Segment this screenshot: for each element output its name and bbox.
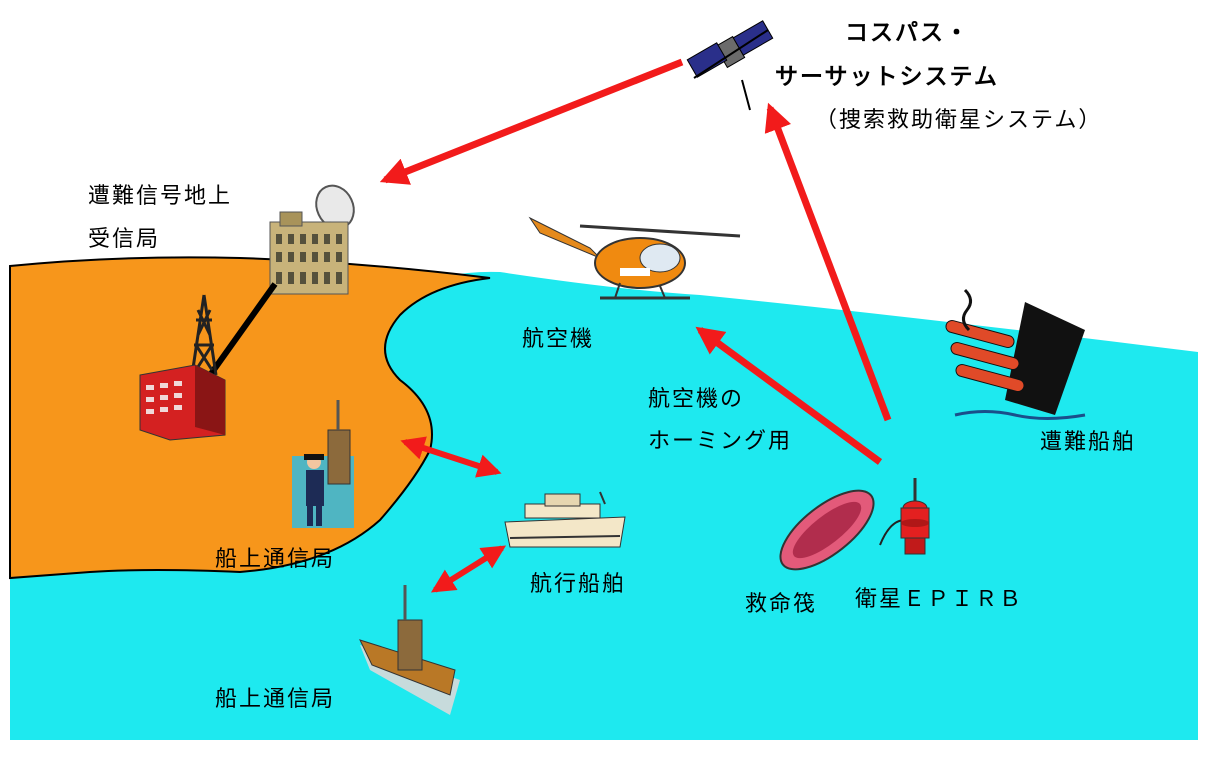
epirb-buoy-icon xyxy=(900,478,930,555)
arrow-epirb-to-satellite xyxy=(764,102,892,422)
arrow-satellite-to-ground xyxy=(379,58,684,185)
ground-station-building-icon xyxy=(269,184,355,295)
ground-station-label-line1: 遭難信号地上 xyxy=(88,184,233,209)
life-raft-label: 救命筏 xyxy=(745,592,818,617)
cospas-label-line1: コスパス・ xyxy=(845,20,970,46)
arrow-epirb-to-aircraft xyxy=(695,326,883,465)
radio-officer-icon xyxy=(292,400,354,528)
small-boat-icon xyxy=(359,585,460,715)
lifeboat-icon xyxy=(779,489,875,571)
red-building-icon xyxy=(139,364,226,441)
land-area xyxy=(9,256,491,580)
landline xyxy=(205,282,278,380)
cospas-label-paren: （捜索救助衛星システム） xyxy=(815,108,1103,133)
sailing-ship-label: 航行船舶 xyxy=(530,572,627,597)
cospas-label-line2: サーサットシステム xyxy=(775,64,999,90)
arrow-ferry-boat xyxy=(430,545,507,593)
aircraft-label: 航空機 xyxy=(522,327,595,352)
sinking-ship-icon xyxy=(945,288,1086,420)
ferry-icon xyxy=(504,491,626,548)
ship-station-lower-label: 船上通信局 xyxy=(215,687,336,712)
ship-station-upper-label: 船上通信局 xyxy=(215,547,336,572)
antenna-tower-icon xyxy=(190,294,218,376)
arrow-coast-ferry xyxy=(400,436,502,478)
homing-label-line2: ホーミング用 xyxy=(648,429,793,454)
ground-station-label-line2: 受信局 xyxy=(88,227,161,252)
helicopter-icon xyxy=(528,216,741,300)
epirb-label: 衛星ＥＰＩＲＢ xyxy=(855,587,1024,612)
sea-area xyxy=(10,271,1198,740)
satellite-icon xyxy=(686,20,774,111)
homing-label-line1: 航空機の xyxy=(648,387,745,412)
distressed-ship-label: 遭難船舶 xyxy=(1040,430,1137,455)
